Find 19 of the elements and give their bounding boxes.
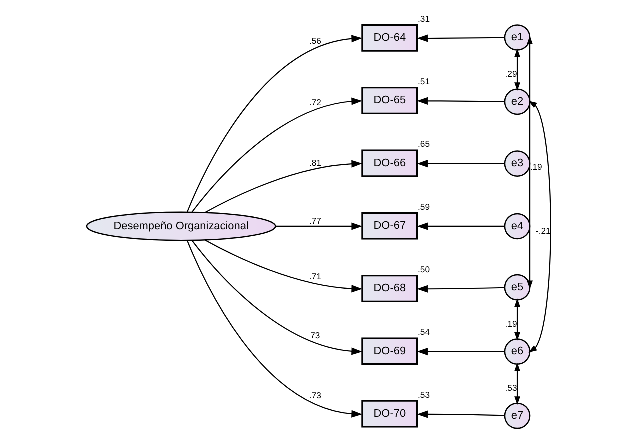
edge-label: .73	[309, 390, 322, 401]
edge-label: .29	[505, 69, 518, 79]
node-label: .65	[418, 139, 430, 150]
node-label: .51	[418, 76, 430, 87]
edge-label: .53	[505, 383, 518, 394]
edge-label: .71	[309, 272, 322, 282]
edge-label: .56	[309, 36, 322, 46]
node-label: .54	[418, 327, 430, 338]
edge-label: .19	[530, 162, 542, 172]
edge-label: .77	[309, 216, 322, 226]
node-label: .53	[418, 390, 430, 400]
edge-label: .81	[309, 158, 322, 168]
node-label: .31	[418, 14, 430, 24]
edge-label: 73	[310, 330, 320, 340]
edge-label: .19	[505, 318, 518, 329]
edge-label: .72	[309, 98, 322, 108]
node-label: .50	[418, 264, 430, 275]
edge-label: -.21	[536, 226, 551, 236]
node-label: .59	[418, 202, 430, 212]
